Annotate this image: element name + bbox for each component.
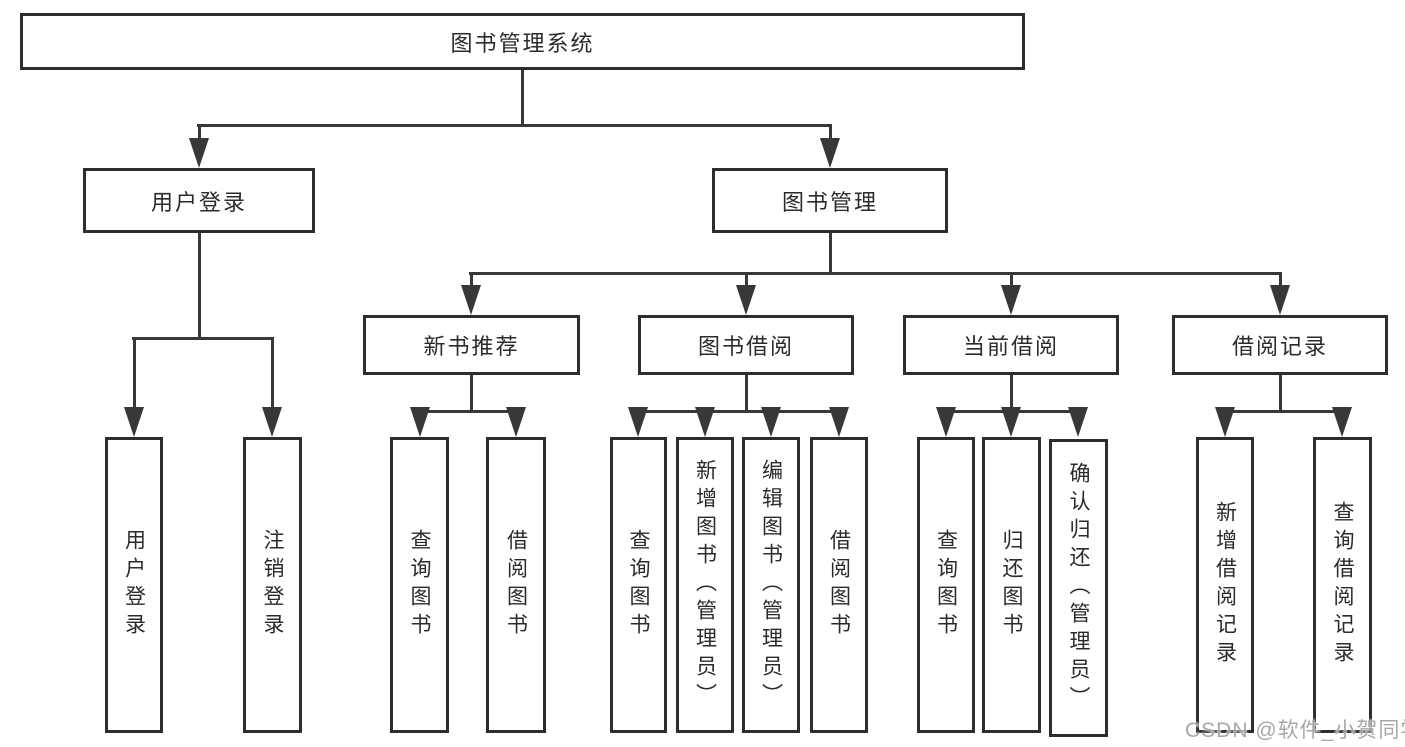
leaf-query-books-recommend: 查询图书	[390, 437, 449, 733]
node-label: 注销登录	[261, 529, 284, 641]
arrow-down-icon	[820, 138, 840, 168]
arrow-down-icon	[410, 407, 430, 437]
node-current-borrowing: 当前借阅	[903, 315, 1119, 375]
connector-line	[637, 410, 840, 413]
connector-line	[418, 410, 517, 413]
arrow-down-icon	[1270, 285, 1290, 315]
leaf-query-borrow-record: 查询借阅记录	[1313, 437, 1372, 733]
arrow-down-icon	[1215, 407, 1235, 437]
connector-line	[1010, 375, 1013, 413]
node-label: 借阅记录	[1231, 334, 1328, 359]
leaf-return-books: 归还图书	[982, 437, 1041, 733]
arrow-down-icon	[1001, 285, 1021, 315]
arrow-down-icon	[262, 407, 282, 437]
node-label: 查询图书	[408, 529, 431, 641]
connector-line	[521, 70, 524, 127]
node-label: 当前借阅	[962, 334, 1059, 359]
arrow-down-icon	[829, 407, 849, 437]
leaf-borrow-books-borrowing: 借阅图书	[810, 437, 868, 733]
connector-line	[133, 337, 136, 409]
arrow-down-icon	[736, 285, 756, 315]
connector-line	[1224, 410, 1344, 413]
node-label: 查询借阅记录	[1331, 501, 1354, 669]
leaf-confirm-return-admin: 确认归还（管理员）	[1049, 439, 1108, 737]
leaf-query-books-borrowing: 查询图书	[610, 437, 667, 733]
leaf-query-books-current: 查询图书	[917, 437, 975, 733]
connector-line	[198, 124, 201, 142]
connector-line	[132, 337, 273, 340]
node-label: 查询图书	[934, 529, 958, 641]
connector-line	[1279, 272, 1282, 288]
leaf-add-borrow-record: 新增借阅记录	[1196, 437, 1254, 733]
node-label: 归还图书	[1000, 529, 1023, 641]
arrow-down-icon	[461, 285, 481, 315]
node-label: 新增图书（管理员）	[693, 459, 717, 711]
connector-line	[469, 272, 1282, 275]
arrow-down-icon	[695, 407, 715, 437]
node-library-management-system: 图书管理系统	[20, 13, 1025, 70]
connector-line	[745, 272, 748, 288]
csdn-watermark: CSDN @软件_小贺同学	[1185, 719, 1405, 742]
leaf-borrow-books-recommend: 借阅图书	[486, 437, 546, 733]
connector-line	[470, 272, 473, 288]
arrow-down-icon	[1332, 407, 1352, 437]
node-label: 用户登录	[150, 189, 247, 215]
arrow-down-icon	[124, 407, 144, 437]
connector-line	[829, 124, 832, 142]
node-label: 编辑图书（管理员）	[759, 459, 783, 711]
leaf-logout: 注销登录	[243, 437, 302, 733]
connector-line	[197, 124, 831, 127]
node-label: 借阅图书	[504, 529, 528, 641]
node-book-borrowing: 图书借阅	[638, 315, 854, 375]
node-label: 新增借阅记录	[1213, 501, 1237, 669]
node-label: 用户登录	[122, 529, 146, 641]
connector-line	[198, 233, 201, 339]
connector-line	[470, 375, 473, 413]
node-new-book-recommend: 新书推荐	[363, 315, 580, 375]
arrow-down-icon	[936, 407, 956, 437]
connector-line	[745, 375, 748, 413]
arrow-down-icon	[1001, 407, 1021, 437]
leaf-user-login: 用户登录	[105, 437, 163, 733]
node-user-login: 用户登录	[83, 168, 315, 233]
node-book-management: 图书管理	[712, 168, 948, 233]
node-label: 确认归还（管理员）	[1067, 462, 1090, 714]
node-label: 图书管理	[781, 189, 878, 215]
arrow-down-icon	[628, 407, 648, 437]
arrow-down-icon	[761, 407, 781, 437]
arrow-down-icon	[189, 138, 209, 168]
connector-line	[1279, 375, 1282, 413]
node-label: 图书管理系统	[450, 30, 595, 56]
arrow-down-icon	[1068, 407, 1088, 437]
leaf-edit-books-admin: 编辑图书（管理员）	[742, 437, 800, 733]
node-label: 新书推荐	[423, 334, 520, 359]
connector-line	[1010, 272, 1013, 288]
node-label: 借阅图书	[827, 529, 851, 641]
node-label: 图书借阅	[697, 334, 794, 359]
arrow-down-icon	[506, 407, 526, 437]
node-label: 查询图书	[627, 529, 650, 641]
connector-line	[829, 233, 832, 275]
leaf-add-books-admin: 新增图书（管理员）	[676, 437, 734, 733]
node-borrowing-records: 借阅记录	[1172, 315, 1388, 375]
connector-line	[271, 337, 274, 409]
